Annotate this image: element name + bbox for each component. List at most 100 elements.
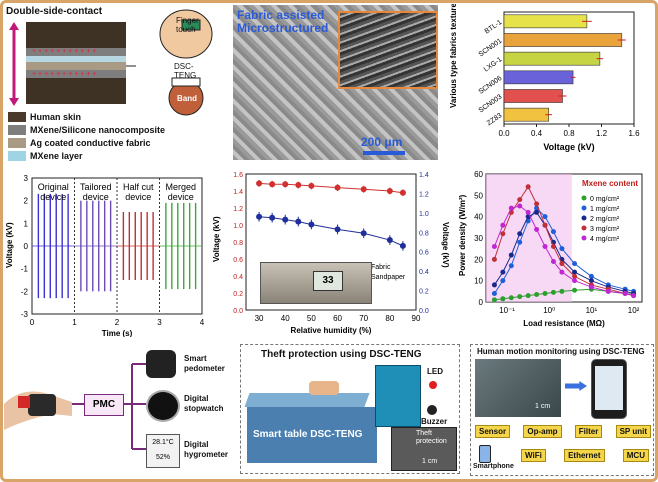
chart-f-ytick-label: 20 xyxy=(474,255,483,264)
chart-e-point xyxy=(308,221,315,228)
chart-f-point xyxy=(559,269,565,275)
sem-scalebar-line xyxy=(363,151,405,155)
chart-f-point xyxy=(542,244,548,250)
chart-f-point xyxy=(525,184,531,190)
chart-f-legend-swatch xyxy=(581,215,587,221)
chart-c-ylabel: Various type fabrics texture xyxy=(449,4,458,108)
panel-h: Theft protection using DSC-TENG Smart ta… xyxy=(240,344,460,474)
chart-d-xtick-label: 1 xyxy=(72,318,77,327)
chart-f-point xyxy=(550,289,556,295)
chart-f-ytick-label: 30 xyxy=(474,234,483,243)
chart-f-point xyxy=(525,293,531,299)
chart-f-legend-swatch xyxy=(581,225,587,231)
chart-e-ytick-right: 0.4 xyxy=(419,269,429,276)
chart-d-ytick-label: 3 xyxy=(24,174,29,183)
chart-c-category-label: ZZ83 xyxy=(486,112,503,127)
chart-f-point xyxy=(605,288,611,294)
chart-c-xtick-label: 1.2 xyxy=(596,129,608,138)
chart-f-point xyxy=(491,244,497,250)
legend-a-fabric-label: Ag coated conductive fabric xyxy=(30,137,151,148)
legend-a-nano: MXene/Silicone nanocomposite xyxy=(8,123,165,136)
chart-e-ytick-right: 0.0 xyxy=(419,308,429,315)
chart-f-legend-label: 2 mg/cm² xyxy=(590,216,620,223)
chart-f-point xyxy=(534,201,540,207)
chart-f-point xyxy=(542,222,548,228)
chart-c-bar xyxy=(503,89,563,103)
chart-f-point xyxy=(525,209,531,215)
chart-e-point xyxy=(256,180,263,187)
motion-photo: 1 cm xyxy=(475,359,561,417)
motion-scale: 1 cm xyxy=(535,403,551,410)
chart-e-point xyxy=(295,218,302,225)
chart-f-point xyxy=(631,293,637,299)
chart-e-ytick-right: 1.2 xyxy=(419,191,429,198)
chart-f-legend-label: 0 mg/cm² xyxy=(590,196,620,203)
panel-b-sem-image: Fabric assisted Microstructured 200 μm xyxy=(233,5,438,160)
chart-f-line xyxy=(494,207,634,294)
chart-e-ytick-left: 0.6 xyxy=(233,257,243,264)
chart-f-point xyxy=(559,288,565,294)
chart-e-point xyxy=(334,226,341,233)
chart-f-ytick-label: 0 xyxy=(479,298,484,307)
chart-d-xtick-label: 0 xyxy=(30,318,35,327)
chart-e-ytick-left: 0.4 xyxy=(233,274,243,281)
chart-e-ytick-left: 0.2 xyxy=(233,291,243,298)
flow-bottom: WiFi Ethernet MCU xyxy=(521,449,649,462)
chart-e-ytick-right: 0.2 xyxy=(419,289,429,296)
chart-f-point xyxy=(500,269,506,275)
flow-ethernet: Ethernet xyxy=(564,449,605,462)
chart-e-ytick-left: 0.0 xyxy=(233,308,243,315)
item-stopwatch: Digital stopwatch xyxy=(184,394,224,413)
chart-e-ytick-right: 1.4 xyxy=(419,172,429,179)
chart-e-ytick-right: 0.6 xyxy=(419,250,429,257)
chart-e-point xyxy=(360,186,367,193)
flow-spunit: SP unit xyxy=(615,425,651,438)
chart-f-point xyxy=(517,294,523,300)
chart-e-point xyxy=(269,181,276,188)
wrist-band-photo xyxy=(4,391,72,430)
chart-f-legend-label: 1 mg/cm² xyxy=(590,206,620,213)
flow-top: Sensor Op-amp Filter SP unit xyxy=(475,425,651,438)
chart-e-ylabel-right: Voltage (kV) xyxy=(441,222,450,268)
chart-d-xtick-label: 2 xyxy=(115,318,120,327)
band-label: Band xyxy=(177,94,197,103)
led-label: LED xyxy=(427,367,443,376)
chart-f-legend-swatch xyxy=(581,235,587,241)
chart-c-bar xyxy=(503,51,601,66)
phone-screen xyxy=(595,366,623,410)
chart-f-point xyxy=(534,226,540,232)
flow-wifi: WiFi xyxy=(521,449,546,462)
chart-f-point xyxy=(550,258,556,264)
chart-e-point xyxy=(282,216,289,223)
chart-c-category-label: BTL-1 xyxy=(484,19,504,36)
chart-e-xlabel: Relative humidity (%) xyxy=(291,326,372,335)
sem-scalebar-label: 200 μm xyxy=(361,135,403,149)
chart-e-ytick-left: 1.4 xyxy=(233,189,243,196)
chart-e-xtick-label: 60 xyxy=(333,314,342,323)
panel-a: Double-side-contact + + + + + + + + + + … xyxy=(6,6,226,166)
chart-e-point xyxy=(295,182,302,189)
contact-stack-diagram: + + + + + + + + + + + + + + + + + + + + … xyxy=(9,22,136,106)
chart-f-ytick-label: 60 xyxy=(474,170,483,179)
chart-f-xtick-label: 10¹ xyxy=(586,306,598,315)
chart-e-xtick-label: 50 xyxy=(307,314,316,323)
chart-e-point xyxy=(386,188,393,194)
chart-e-ytick-right: 0.8 xyxy=(419,230,429,237)
chart-e-ytick-left: 1.0 xyxy=(233,223,243,230)
chart-f-point xyxy=(534,209,540,215)
chart-e-point xyxy=(334,184,341,191)
chart-d-segment-label: Original xyxy=(38,182,69,192)
chart-f-point xyxy=(517,239,523,245)
chart-f-ytick-label: 50 xyxy=(474,191,483,200)
chart-f-legend-swatch xyxy=(581,205,587,211)
chart-e-point xyxy=(282,181,289,188)
chart-e-point xyxy=(256,213,263,220)
chart-e-point xyxy=(399,189,406,196)
pedometer-icon xyxy=(146,350,176,378)
chart-f-point xyxy=(588,284,594,290)
hygrometer-temp: 28.1°C xyxy=(152,439,174,446)
chart-d-segment-label: device xyxy=(40,192,66,202)
